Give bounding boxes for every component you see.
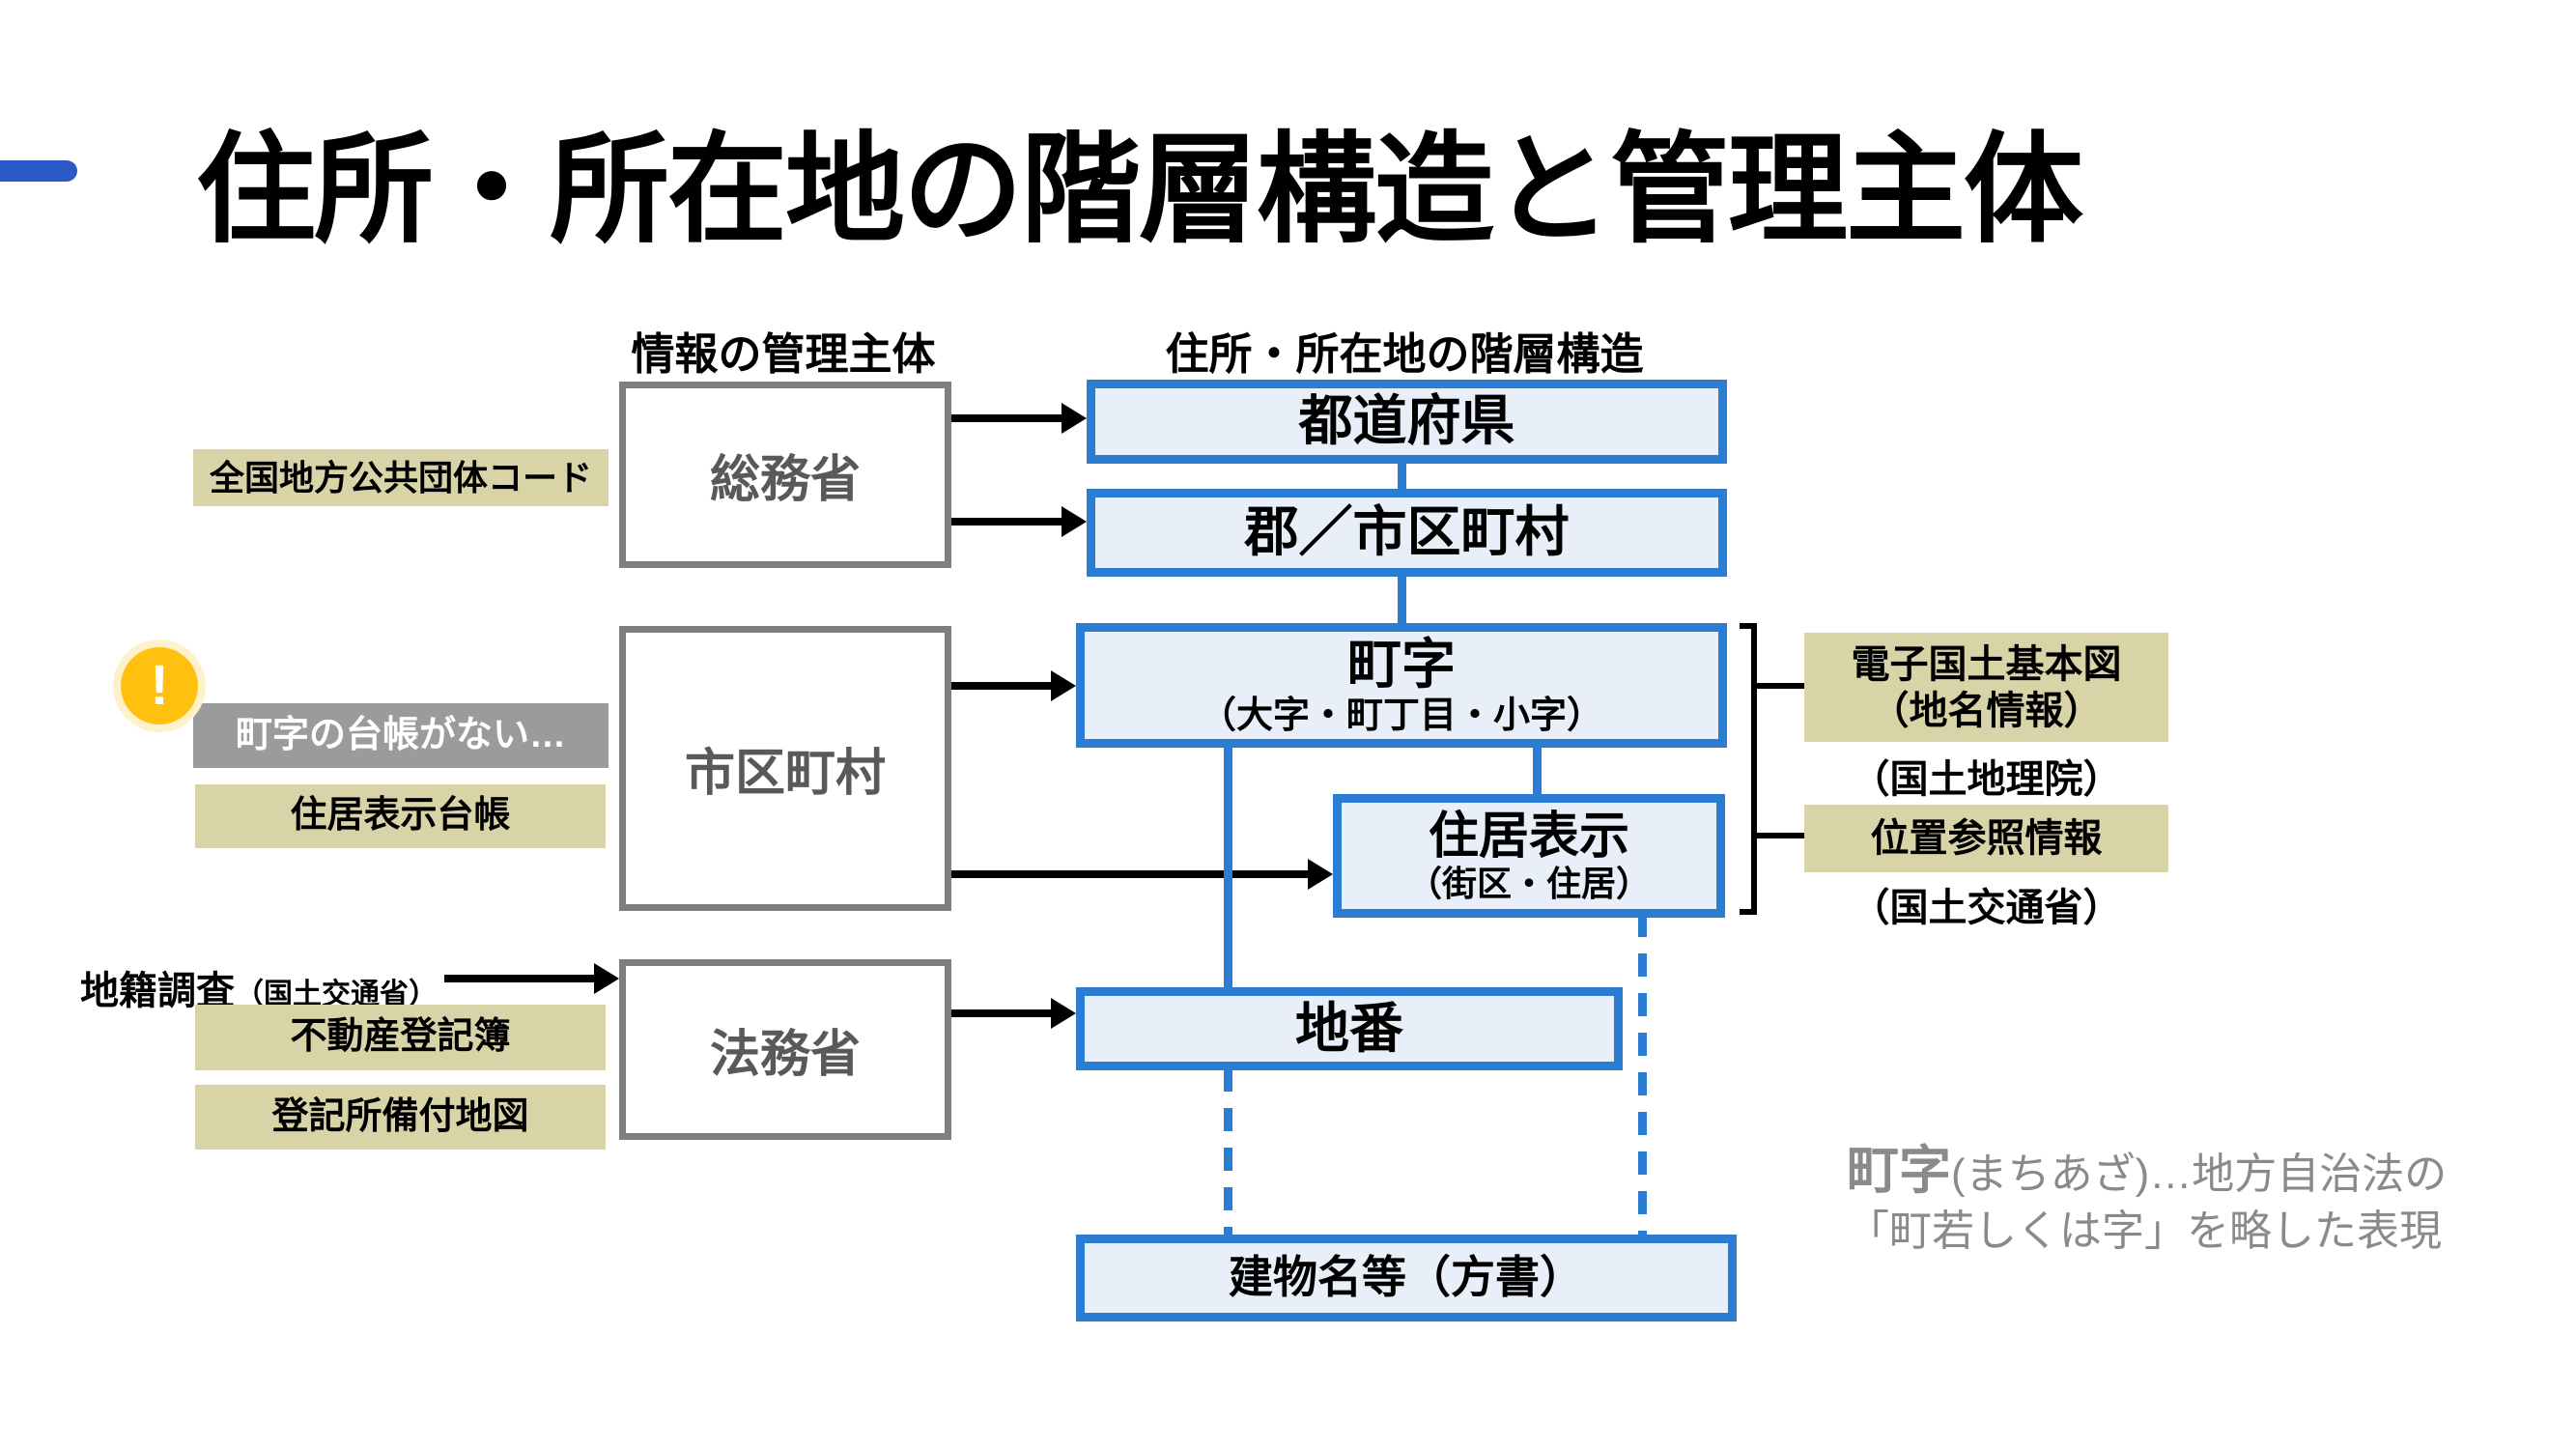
box-machiaza-sublabel: （大字・町丁目・小字）: [1199, 695, 1603, 736]
box-jukyohyoji-label: 住居表示: [1428, 808, 1629, 865]
label-denshi-kokudo: 電子国土基本図 （地名情報）: [1804, 633, 2168, 742]
arrow-shikuchoson-to-machiaza: [951, 682, 1051, 690]
connector-dashed-jukyohyoji-tatemono: [1638, 914, 1647, 1235]
box-machiaza-label: 町字: [1347, 633, 1456, 695]
box-chiban: 地番: [1076, 987, 1623, 1070]
label-daicho-warning-text: 町字の台帳がない…: [235, 714, 566, 755]
bracket-link-ichi: [1757, 833, 1804, 838]
warning-icon: !: [121, 647, 198, 724]
label-fudosan-touki: 不動産登記簿: [195, 1005, 606, 1070]
machiaza-note: 町字(まちあざ)…地方自治法の 「町若しくは字」を略した表現: [1847, 1138, 2447, 1259]
label-ichi-sansho-text: 位置参照情報: [1870, 817, 2103, 860]
label-zenkoku-code: 全国地方公共団体コード: [193, 449, 609, 506]
arrow-soumu-to-todofuken: [951, 414, 1062, 422]
label-kokudo-koutsusho-text: （国土交通省）: [1851, 887, 2122, 929]
box-houmu: 法務省: [619, 959, 951, 1140]
box-houmu-label: 法務省: [709, 1027, 861, 1083]
box-chiban-label: 地番: [1295, 997, 1403, 1059]
label-daicho-warning: 町字の台帳がない…: [193, 703, 609, 768]
label-ichi-sansho: 位置参照情報: [1804, 805, 2168, 872]
machiaza-note-line1: 町字(まちあざ)…地方自治法の: [1847, 1138, 2447, 1205]
label-kokudo-chiriin: （国土地理院）: [1804, 752, 2168, 801]
box-jukyohyoji-sublabel: （街区・住居）: [1406, 863, 1651, 903]
bracket-vertical: [1751, 623, 1757, 915]
box-shikuchoson-label: 市区町村: [684, 746, 886, 802]
warning-exclamation-glyph: !: [150, 654, 169, 717]
label-jukyo-daicho: 住居表示台帳: [195, 784, 606, 848]
box-jukyohyoji: 住居表示 （街区・住居）: [1333, 794, 1725, 918]
column-header-hierarchy: 住所・所在地の階層構造: [1165, 329, 1644, 379]
bracket-tick-bottom: [1740, 909, 1751, 915]
box-tatemono: 建物名等（方書）: [1076, 1235, 1737, 1321]
title-accent-dash: [0, 160, 77, 182]
box-tatemono-label: 建物名等（方書）: [1229, 1252, 1584, 1303]
arrow-shikuchoson-to-jukyohyoji: [951, 870, 1308, 878]
label-denshi-kokudo-text: 電子国土基本図: [1851, 642, 2122, 686]
label-jukyo-daicho-text: 住居表示台帳: [290, 795, 511, 837]
machiaza-note-line1-rest: (まちあざ)…地方自治法の: [1951, 1151, 2448, 1198]
box-machiaza: 町字 （大字・町丁目・小字）: [1076, 623, 1727, 748]
label-toukisho-map: 登記所備付地図: [195, 1085, 606, 1150]
connector-gun-machiaza: [1398, 575, 1406, 627]
bracket-tick-top: [1740, 623, 1751, 629]
page-title: 住所・所在地の階層構造と管理主体: [196, 124, 2083, 257]
machiaza-note-line2: 「町若しくは字」を略した表現: [1847, 1208, 2442, 1256]
arrow-soumu-to-gun: [951, 518, 1062, 526]
label-kokudo-koutsusho: （国土交通省）: [1804, 880, 2168, 929]
arrow-houmu-to-chiban: [951, 1009, 1051, 1017]
box-gun-shikuchoson-label: 郡／市区町村: [1244, 501, 1570, 563]
box-todofuken: 都道府県: [1087, 380, 1727, 464]
connector-dashed-chiban-tatemono: [1224, 1068, 1232, 1235]
box-soumu-label: 総務省: [709, 452, 861, 508]
box-shikuchoson: 市区町村: [619, 626, 951, 911]
label-denshi-kokudo-subtext: （地名情報）: [1870, 689, 2103, 732]
machiaza-note-term: 町字: [1847, 1142, 1951, 1200]
label-kokudo-chiriin-text: （国土地理院）: [1851, 758, 2122, 801]
label-toukisho-map-text: 登記所備付地図: [271, 1095, 529, 1137]
column-header-managers: 情報の管理主体: [631, 329, 936, 379]
bracket-link-denshi: [1757, 683, 1804, 689]
box-todofuken-label: 都道府県: [1298, 390, 1515, 452]
box-gun-shikuchoson: 郡／市区町村: [1087, 489, 1727, 577]
connector-todofuken-gun: [1398, 462, 1406, 493]
arrow-chiseki-to-houmu: [444, 975, 594, 982]
box-soumu: 総務省: [619, 382, 951, 568]
label-zenkoku-code-text: 全国地方公共団体コード: [209, 457, 592, 497]
connector-machiaza-jukyohyoji: [1533, 746, 1542, 798]
label-fudosan-touki-text: 不動産登記簿: [290, 1016, 511, 1058]
connector-machiaza-chiban: [1224, 746, 1232, 991]
